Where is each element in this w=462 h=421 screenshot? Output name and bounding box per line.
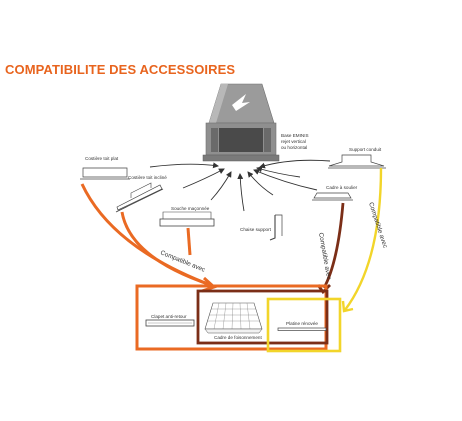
yellow-compat-line (341, 167, 383, 313)
eminis-unit: Base EMINIS rejet vertical ou horizontal (202, 83, 309, 162)
eminis-logo-icon (232, 94, 250, 111)
support-conduit-label: Support conduit (349, 147, 382, 152)
arrow-from-support (259, 159, 331, 169)
arrow-extra-1 (256, 166, 301, 178)
arrow-from-chaise (237, 173, 245, 212)
accessory-cadre-foisonnement: Cadre de foisonnement (204, 302, 263, 340)
arrows-to-unit (149, 159, 331, 212)
chaise-label: Chaise support (240, 227, 272, 232)
brown-compat-label: Compatible avec (317, 232, 332, 281)
orange-compat-lines (80, 183, 217, 293)
platine-label: Platine rénovée (286, 321, 318, 326)
arrow-extra-2 (247, 171, 274, 196)
cadre-foisonnement-label: Cadre de foisonnement (214, 335, 262, 340)
clapet-label: Clapet anti-retour (151, 314, 187, 319)
accessory-cadre-soulier: Cadre à soulier (312, 185, 358, 201)
arrow-from-souche (210, 171, 232, 201)
costiere-incline-label: Costière toit incliné (128, 175, 167, 180)
accessory-costiere-incline: Costière toit incliné (115, 175, 167, 213)
grid-lines (207, 302, 260, 330)
arrow-from-costiere-incline (182, 168, 225, 189)
page-title: COMPATIBILITE DES ACCESSOIRES (5, 62, 236, 77)
orange-compat-text: Compatible avec (159, 249, 207, 274)
arrow-from-costiere-plat (149, 162, 219, 169)
accessory-support-conduit: Support conduit (328, 147, 386, 169)
accessory-souche: Souche maçonnée (159, 206, 215, 227)
cadre-soulier-label: Cadre à soulier (326, 185, 358, 190)
brown-curve (322, 202, 345, 289)
yellow-arrow-head (341, 300, 354, 313)
arrow-from-cadre-soulier (253, 169, 318, 191)
accessory-chaise: Chaise support (240, 214, 283, 241)
orange-curve-3 (186, 227, 192, 256)
unit-base (202, 154, 280, 162)
orange-curve-2 (120, 211, 212, 287)
brown-compat-text: Compatible avec (317, 232, 332, 281)
souche-label: Souche maçonnée (171, 206, 210, 211)
accessory-costiere-plat: Costière toit plat (80, 156, 130, 180)
orange-compat-label: Compatible avec (159, 249, 207, 274)
unit-side-panel (264, 128, 271, 152)
unit-label-line2: rejet vertical (281, 139, 306, 144)
costiere-plat-label: Costière toit plat (85, 156, 119, 161)
brown-compat-box (196, 289, 329, 345)
unit-motor (219, 128, 263, 152)
unit-hood-shade (209, 84, 228, 123)
yellow-compat-box (266, 297, 342, 353)
accessory-clapet: Clapet anti-retour (145, 314, 195, 327)
unit-label-line1: Base EMINIS (281, 133, 309, 138)
unit-label-line3: ou horizontal (281, 145, 307, 150)
orange-curve-1 (80, 183, 214, 288)
accessory-platine: Platine rénovée (277, 321, 327, 331)
yellow-curve (344, 167, 383, 311)
unit-side-panel (211, 128, 218, 152)
